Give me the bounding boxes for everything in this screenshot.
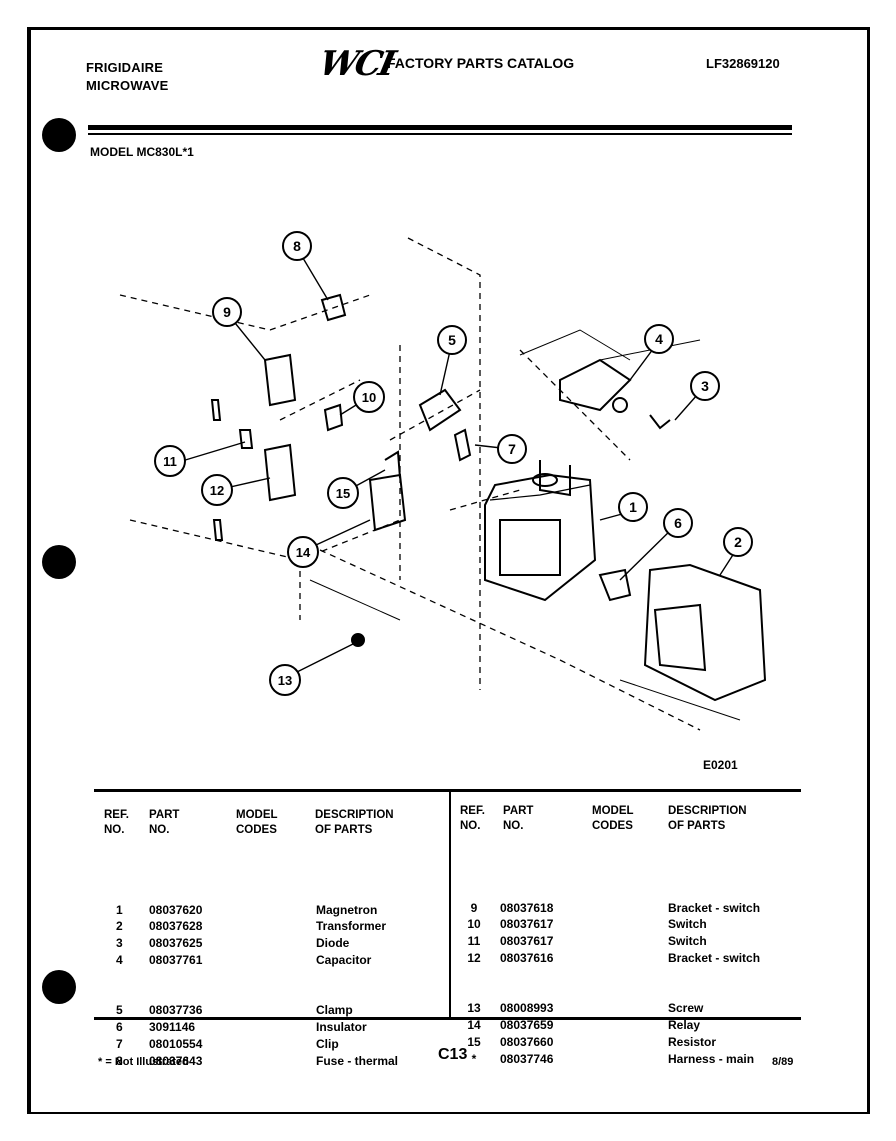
callout-12: 12 xyxy=(210,483,224,498)
table-top-rule xyxy=(94,789,801,792)
header-ref: REF.NO. xyxy=(104,809,129,836)
brand-name: FRIGIDAIRE xyxy=(86,60,164,75)
part-graphics xyxy=(210,293,767,702)
binder-hole xyxy=(42,545,76,579)
page-frame xyxy=(27,27,870,1114)
model-number: MODEL MC830L*1 xyxy=(90,145,194,159)
header-rule xyxy=(88,125,792,130)
callout-6: 6 xyxy=(674,515,682,531)
table-bottom-rule xyxy=(94,1017,801,1020)
callout-9: 9 xyxy=(223,304,231,320)
binder-hole xyxy=(42,118,76,152)
print-date: 8/89 xyxy=(772,1056,794,1068)
callout-8: 8 xyxy=(293,238,301,254)
callout-4: 4 xyxy=(655,331,663,347)
page-number: C13 xyxy=(438,1046,468,1063)
document-number: LF32869120 xyxy=(706,56,780,71)
header-rule-thin xyxy=(88,133,792,135)
callout-2: 2 xyxy=(734,534,742,550)
table-divider xyxy=(449,790,451,1018)
callout-10: 10 xyxy=(362,390,376,405)
callout-3: 3 xyxy=(701,378,709,394)
callout-11: 11 xyxy=(163,454,177,469)
binder-hole xyxy=(42,970,76,1004)
callout-15: 15 xyxy=(336,486,350,501)
exploded-parts-diagram: 1 2 3 4 5 6 7 8 9 10 11 12 13 14 15 xyxy=(119,231,767,731)
product-type: MICROWAVE xyxy=(86,78,169,93)
callout-1: 1 xyxy=(629,499,637,515)
wci-logo: WCI xyxy=(315,44,397,84)
header-ref: REF.NO. xyxy=(460,805,485,832)
callout-13: 13 xyxy=(278,673,292,688)
figure-code: E0201 xyxy=(703,758,738,772)
callout-bubbles: 1 2 3 4 5 6 7 8 9 10 11 12 13 14 15 xyxy=(154,231,753,696)
callout-14: 14 xyxy=(296,545,311,560)
callout-5: 5 xyxy=(448,332,456,348)
catalog-title: FACTORY PARTS CATALOG xyxy=(387,55,575,71)
footnote: * = Not Illustrated xyxy=(98,1056,189,1068)
callout-7: 7 xyxy=(508,441,516,457)
